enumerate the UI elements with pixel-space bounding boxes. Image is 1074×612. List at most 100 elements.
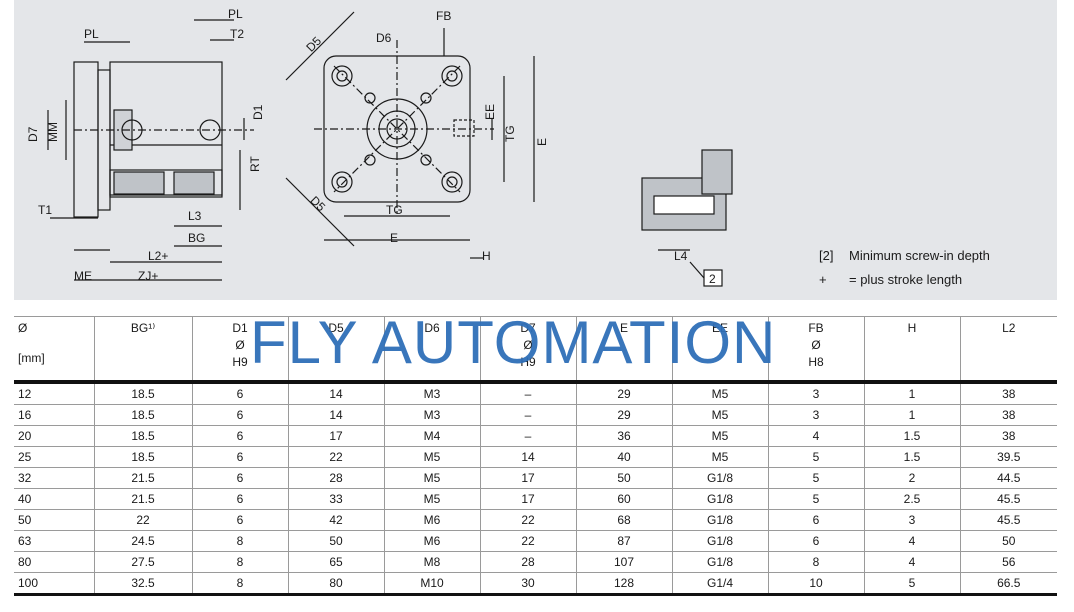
header-line: Ø (235, 338, 245, 352)
dim-label: L4 (674, 249, 688, 263)
column-header: Ø[mm] (14, 317, 94, 383)
table-cell: 45.5 (959, 509, 1057, 531)
dim-label: FB (436, 9, 451, 23)
table-cell: 50 (287, 530, 384, 552)
dim-label: ME (74, 269, 92, 283)
table-cell: M5 (383, 467, 480, 489)
table-cell: 24.5 (93, 530, 192, 552)
table-cell: 18.5 (93, 446, 192, 468)
header-line: D6 (424, 321, 440, 335)
table-cell: G1/8 (671, 509, 768, 531)
side-view-labels: PL PL T2 D7 MM D1 RT T1 L3 BG L2+ ME ZJ+ (26, 7, 265, 283)
dim-label: L3 (188, 209, 202, 223)
table-cell: 60 (575, 488, 672, 510)
header-line: H8 (808, 355, 824, 369)
table-cell: 5 (863, 572, 960, 596)
table-cell: 8 (767, 551, 864, 573)
table-cell: 27.5 (93, 551, 192, 573)
dim-label: TG (386, 203, 403, 217)
dim-label: T1 (38, 203, 52, 217)
table-cell: 63 (14, 530, 94, 552)
table-cell: 21.5 (93, 467, 192, 489)
screw-detail (641, 149, 733, 287)
table-cell: 56 (959, 551, 1057, 573)
dim-label: BG (188, 231, 205, 245)
column-header: BG¹⁾ (93, 316, 192, 382)
column-header: L2 (959, 316, 1057, 382)
table-cell: 28 (479, 551, 576, 573)
table-cell: 20 (14, 425, 94, 447)
table-cell: 100 (14, 572, 94, 596)
table-cell: 128 (575, 572, 672, 596)
header-line: Ø (523, 338, 533, 352)
table-cell: 28 (287, 467, 384, 489)
header-line: EE (711, 321, 728, 335)
table-cell: 14 (287, 382, 384, 405)
header-line: Ø (811, 338, 821, 352)
dim-label: D5 (303, 34, 324, 55)
dim-label: E (535, 138, 549, 146)
table-cell: 29 (575, 382, 672, 405)
table-cell: 6 (191, 509, 288, 531)
table-cell: G1/4 (671, 572, 768, 596)
table-cell: 6 (191, 382, 288, 405)
table-cell: 65 (287, 551, 384, 573)
table-cell: 6 (191, 488, 288, 510)
table-cell: G1/8 (671, 551, 768, 573)
table-cell: 68 (575, 509, 672, 531)
note-screw-depth: [2]Minimum screw-in depth (819, 248, 990, 263)
table-cell: 4 (767, 425, 864, 447)
table-cell: 80 (287, 572, 384, 596)
table-cell: 8 (191, 551, 288, 573)
watermark-text: FLY AUTOMATION (250, 309, 777, 376)
table-cell: M8 (383, 551, 480, 573)
table-cell: 10 (767, 572, 864, 596)
column-header: EE (671, 316, 768, 382)
table-cell: 1.5 (863, 425, 960, 447)
table-cell: 5 (767, 488, 864, 510)
table-cell: – (479, 404, 576, 426)
table-cell: 6 (191, 446, 288, 468)
table-cell: 22 (479, 530, 576, 552)
header-line: Ø (18, 321, 28, 335)
table-cell: G1/8 (671, 530, 768, 552)
table-cell: 2.5 (863, 488, 960, 510)
table-cell: 1 (863, 404, 960, 426)
table-cell: 6 (191, 467, 288, 489)
table-cell: 42 (287, 509, 384, 531)
table-cell: 6 (191, 425, 288, 447)
technical-drawing-panel: PL PL T2 D7 MM D1 RT T1 L3 BG L2+ ME ZJ+ (14, 0, 1057, 300)
table-cell: 5 (767, 467, 864, 489)
table-cell: 6 (767, 530, 864, 552)
table-cell: M6 (383, 509, 480, 531)
column-header: D6 (383, 316, 480, 382)
header-line: D1 (232, 321, 248, 335)
table-cell: 4 (863, 530, 960, 552)
table-cell: 33 (287, 488, 384, 510)
table-cell: M3 (383, 382, 480, 405)
table-cell: – (479, 425, 576, 447)
table-cell: 17 (479, 488, 576, 510)
header-line: D7 (520, 321, 536, 335)
table-cell: M6 (383, 530, 480, 552)
dim-label: L2+ (148, 249, 168, 263)
table-cell: 6 (767, 509, 864, 531)
column-header: D5 (287, 316, 384, 382)
header-line: H9 (520, 355, 536, 369)
header-line: L2 (1002, 321, 1016, 335)
table-cell: 2 (863, 467, 960, 489)
header-line: H (907, 321, 917, 335)
header-line: E (619, 321, 628, 335)
table-cell: 4 (863, 551, 960, 573)
dim-label: 2 (709, 272, 716, 286)
detail-labels: L4 2 (674, 249, 716, 286)
